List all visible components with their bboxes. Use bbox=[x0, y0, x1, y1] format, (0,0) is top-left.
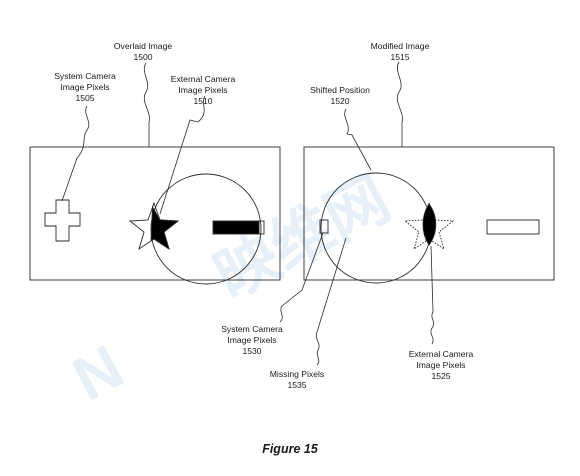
svg-text:Overlaid Image: Overlaid Image bbox=[114, 41, 172, 51]
label-shifted-position: Shifted Position 1520 bbox=[310, 85, 370, 106]
svg-text:Image Pixels: Image Pixels bbox=[178, 85, 227, 95]
star-filled-sliver bbox=[422, 203, 437, 246]
figure-caption: Figure 15 bbox=[262, 442, 319, 456]
bar-outline-right bbox=[486, 219, 540, 235]
leader-overlaid-image bbox=[143, 62, 150, 147]
leader-system-camera-right bbox=[279, 232, 324, 323]
overlaid-image-panel bbox=[29, 146, 281, 285]
svg-text:System Camera: System Camera bbox=[221, 324, 283, 334]
bar-outline bbox=[258, 220, 265, 235]
watermark-chars: 映维网 bbox=[204, 164, 401, 312]
leader-missing-pixels bbox=[315, 237, 347, 366]
plus-shape bbox=[44, 199, 81, 242]
leader-external-camera-left bbox=[159, 95, 206, 215]
external-camera-circle bbox=[150, 173, 262, 285]
watermark-glyph: N bbox=[62, 332, 134, 414]
svg-text:Missing Pixels: Missing Pixels bbox=[270, 369, 324, 379]
svg-text:1525: 1525 bbox=[431, 371, 450, 381]
leader-lines bbox=[61, 61, 435, 366]
svg-text:1530: 1530 bbox=[242, 346, 261, 356]
star-filled bbox=[150, 205, 180, 251]
svg-text:External Camera: External Camera bbox=[171, 74, 236, 84]
leader-modified-image bbox=[396, 61, 403, 147]
svg-text:1500: 1500 bbox=[133, 52, 152, 62]
watermark: N 映维网 bbox=[62, 164, 401, 414]
label-system-camera-right: System Camera Image Pixels 1530 bbox=[221, 324, 283, 356]
svg-text:Modified Image: Modified Image bbox=[371, 41, 430, 51]
label-missing-pixels: Missing Pixels 1535 bbox=[270, 369, 324, 390]
leader-system-camera-left bbox=[61, 105, 90, 202]
modified-image-panel bbox=[303, 146, 555, 284]
small-pixel-rect bbox=[319, 219, 329, 234]
svg-text:Image Pixels: Image Pixels bbox=[227, 335, 276, 345]
svg-text:1510: 1510 bbox=[193, 96, 212, 106]
svg-text:1515: 1515 bbox=[390, 52, 409, 62]
label-overlaid-image: Overlaid Image 1500 bbox=[114, 41, 172, 62]
svg-text:1505: 1505 bbox=[75, 93, 94, 103]
svg-text:System Camera: System Camera bbox=[54, 71, 116, 81]
label-system-camera-left: System Camera Image Pixels 1505 bbox=[54, 71, 116, 103]
label-external-camera-left: External Camera Image Pixels 1510 bbox=[171, 74, 236, 106]
svg-text:Image Pixels: Image Pixels bbox=[416, 360, 465, 370]
leader-shifted-position bbox=[344, 108, 372, 171]
overlaid-image-frame bbox=[29, 146, 281, 281]
star-missing-outline bbox=[403, 201, 455, 251]
label-modified-image: Modified Image 1515 bbox=[371, 41, 430, 62]
svg-text:Shifted Position: Shifted Position bbox=[310, 85, 370, 95]
labels: Overlaid Image 1500 System Camera Image … bbox=[54, 41, 473, 390]
label-external-camera-right: External Camera Image Pixels 1525 bbox=[409, 349, 474, 381]
svg-text:1520: 1520 bbox=[330, 96, 349, 106]
leader-external-camera-right bbox=[430, 245, 435, 345]
svg-text:Image Pixels: Image Pixels bbox=[60, 82, 109, 92]
bar-filled bbox=[212, 220, 260, 235]
svg-text:External Camera: External Camera bbox=[409, 349, 474, 359]
modified-image-frame bbox=[303, 146, 555, 281]
svg-text:1535: 1535 bbox=[287, 380, 306, 390]
